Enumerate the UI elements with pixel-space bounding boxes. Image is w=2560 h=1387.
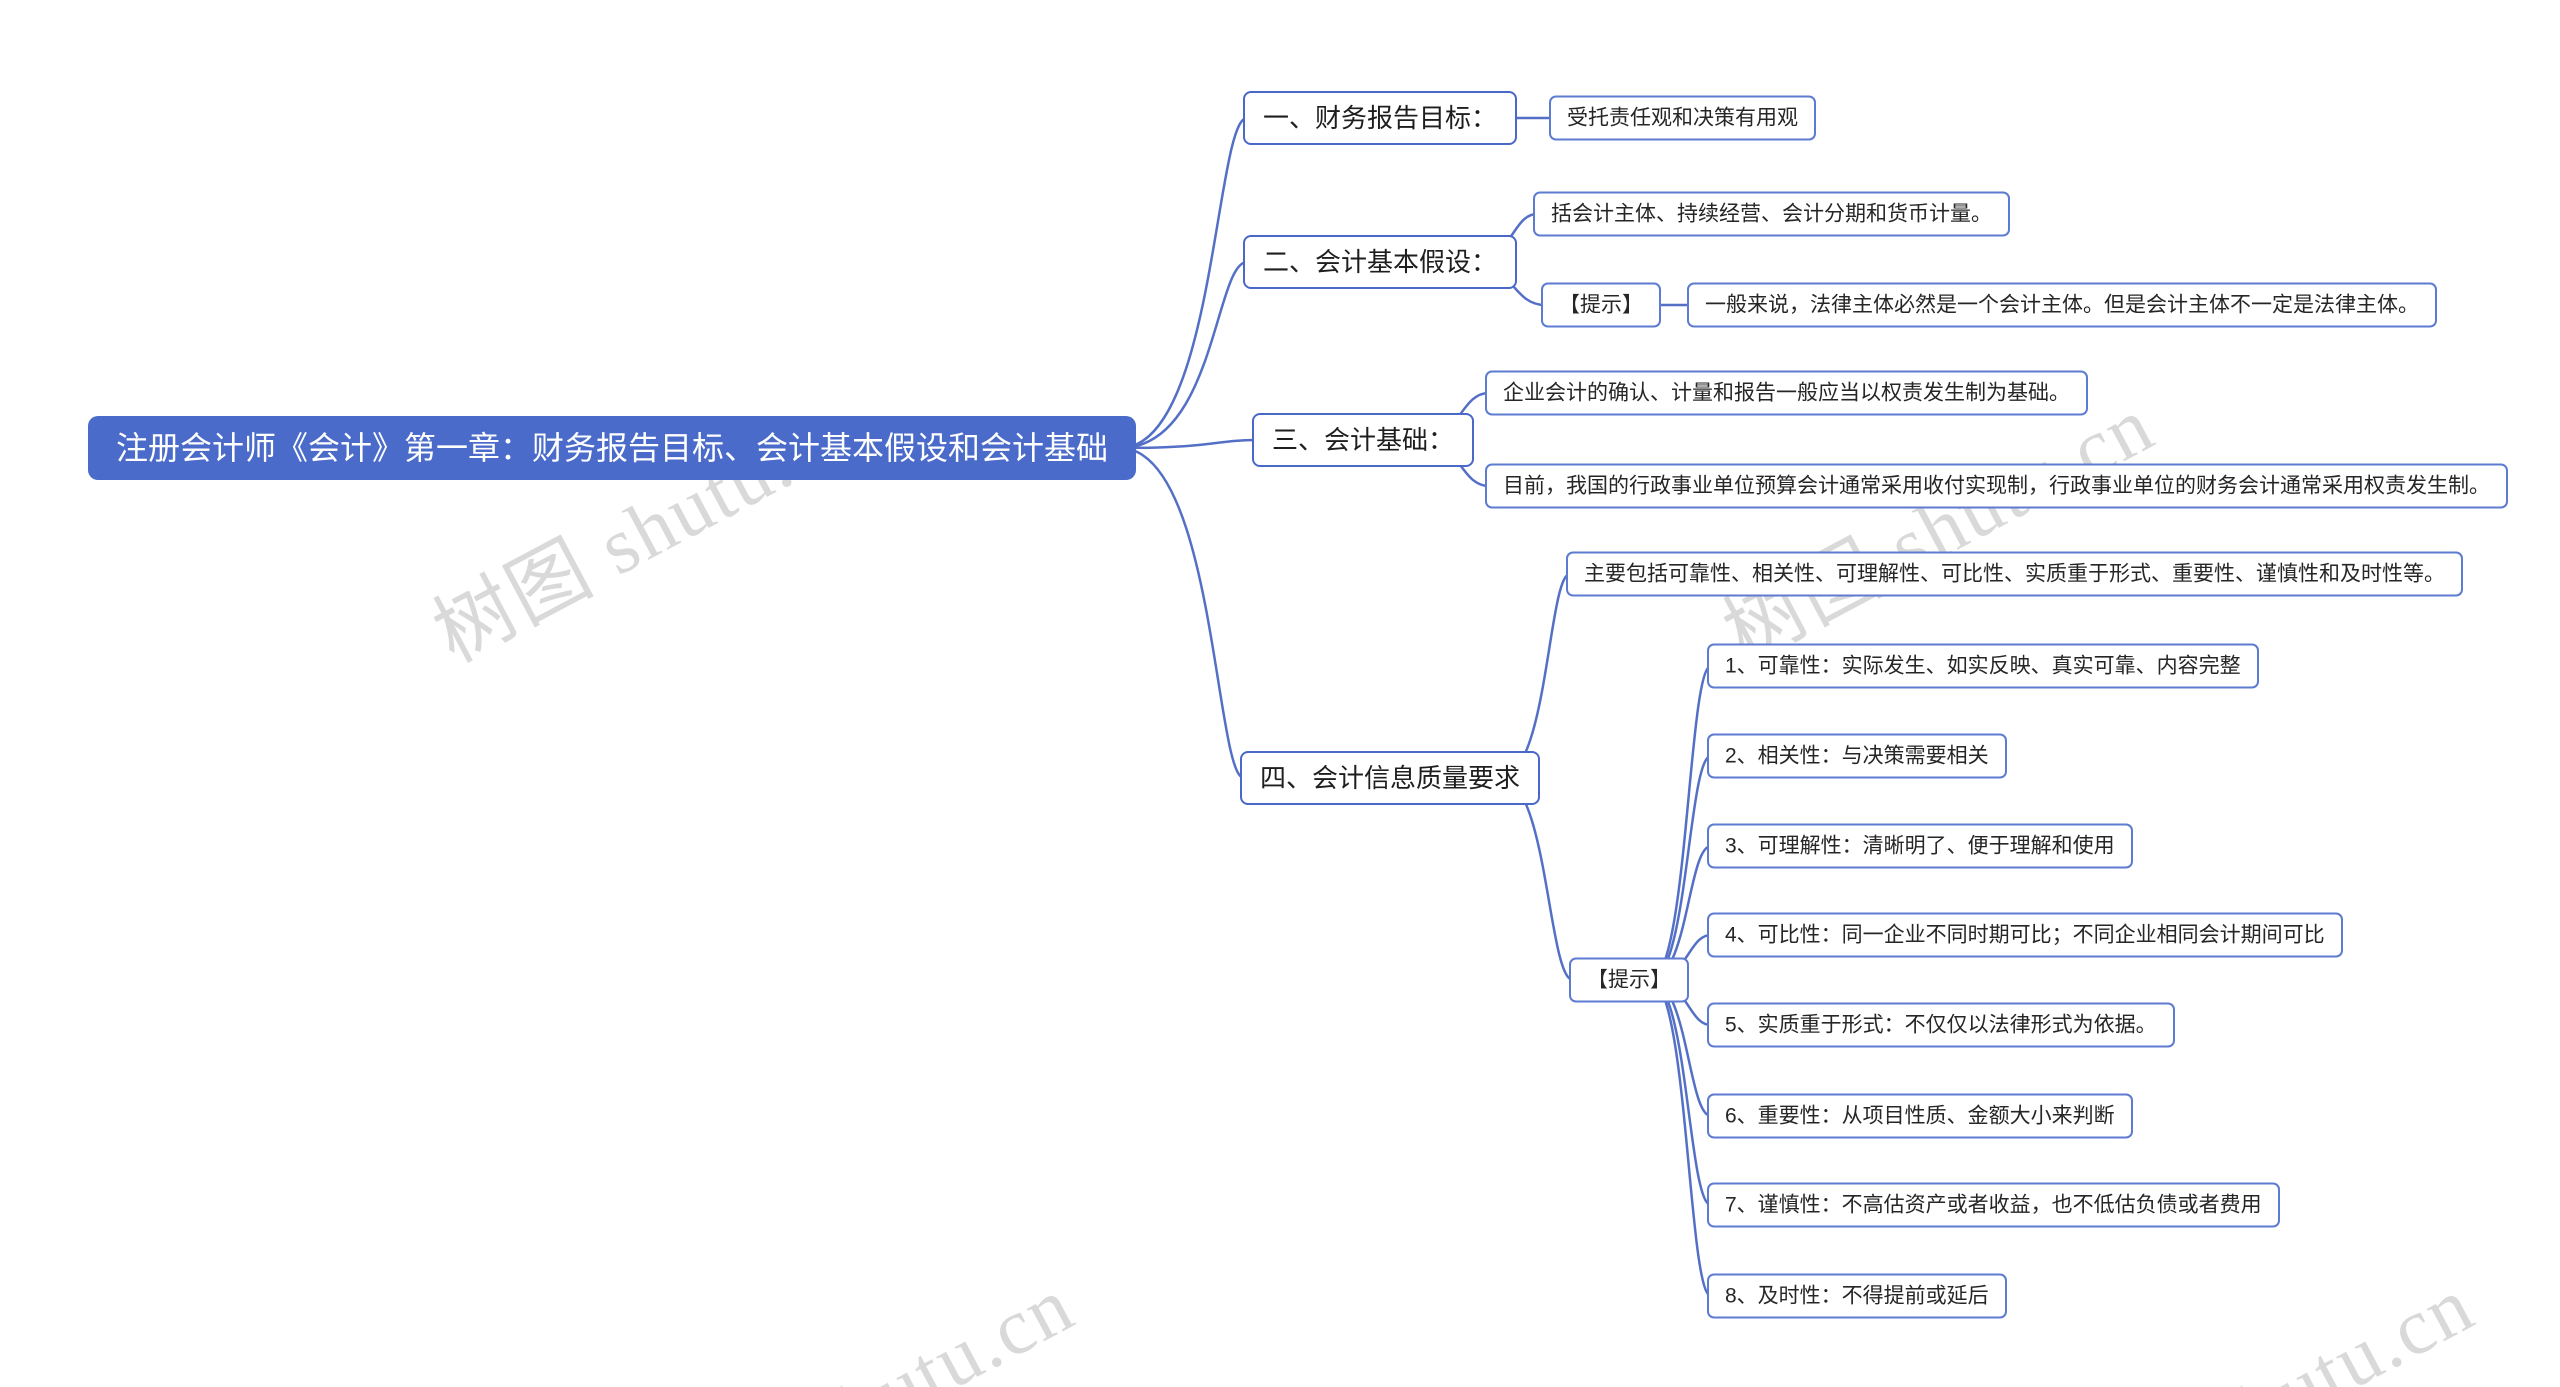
leaf-government-basis[interactable]: 目前，我国的行政事业单位预算会计通常采用收付实现制，行政事业单位的财务会计通常采… xyxy=(1485,463,2508,509)
branch-accounting-assumptions[interactable]: 二、会计基本假设： xyxy=(1243,235,1518,289)
branch-financial-report-goal[interactable]: 一、财务报告目标： xyxy=(1243,91,1518,145)
leaf-assumptions-tip-text[interactable]: 一般来说，法律主体必然是一个会计主体。但是会计主体不一定是法律主体。 xyxy=(1687,282,2437,328)
tip-node-quality[interactable]: 【提示】 xyxy=(1569,957,1689,1003)
branch-accounting-basis[interactable]: 三、会计基础： xyxy=(1252,413,1475,467)
leaf-quality-summary[interactable]: 主要包括可靠性、相关性、可理解性、可比性、实质重于形式、重要性、谨慎性和及时性等… xyxy=(1566,551,2463,597)
leaf-quality-item-reliability[interactable]: 1、可靠性：实际发生、如实反映、真实可靠、内容完整 xyxy=(1707,643,2259,689)
root-node[interactable]: 注册会计师《会计》第一章：财务报告目标、会计基本假设和会计基础 xyxy=(88,416,1137,480)
leaf-quality-item-prudence[interactable]: 7、谨慎性：不高估资产或者收益，也不低估负债或者费用 xyxy=(1707,1182,2280,1228)
tip-node-assumptions[interactable]: 【提示】 xyxy=(1541,282,1661,328)
branch-quality-requirements[interactable]: 四、会计信息质量要求 xyxy=(1240,751,1541,805)
leaf-quality-item-understandability[interactable]: 3、可理解性：清晰明了、便于理解和使用 xyxy=(1707,823,2133,869)
leaf-report-goal-detail[interactable]: 受托责任观和决策有用观 xyxy=(1549,95,1816,141)
leaf-quality-item-comparability[interactable]: 4、可比性：同一企业不同时期可比；不同企业相同会计期间可比 xyxy=(1707,912,2343,958)
leaf-quality-item-relevance[interactable]: 2、相关性：与决策需要相关 xyxy=(1707,733,2007,779)
leaf-assumptions-detail[interactable]: 括会计主体、持续经营、会计分期和货币计量。 xyxy=(1533,191,2010,237)
leaf-quality-item-timeliness[interactable]: 8、及时性：不得提前或延后 xyxy=(1707,1273,2007,1319)
leaf-accrual-basis[interactable]: 企业会计的确认、计量和报告一般应当以权责发生制为基础。 xyxy=(1485,370,2088,416)
leaf-quality-item-substance-over-form[interactable]: 5、实质重于形式：不仅仅以法律形式为依据。 xyxy=(1707,1002,2175,1048)
leaf-quality-item-materiality[interactable]: 6、重要性：从项目性质、金额大小来判断 xyxy=(1707,1093,2133,1139)
